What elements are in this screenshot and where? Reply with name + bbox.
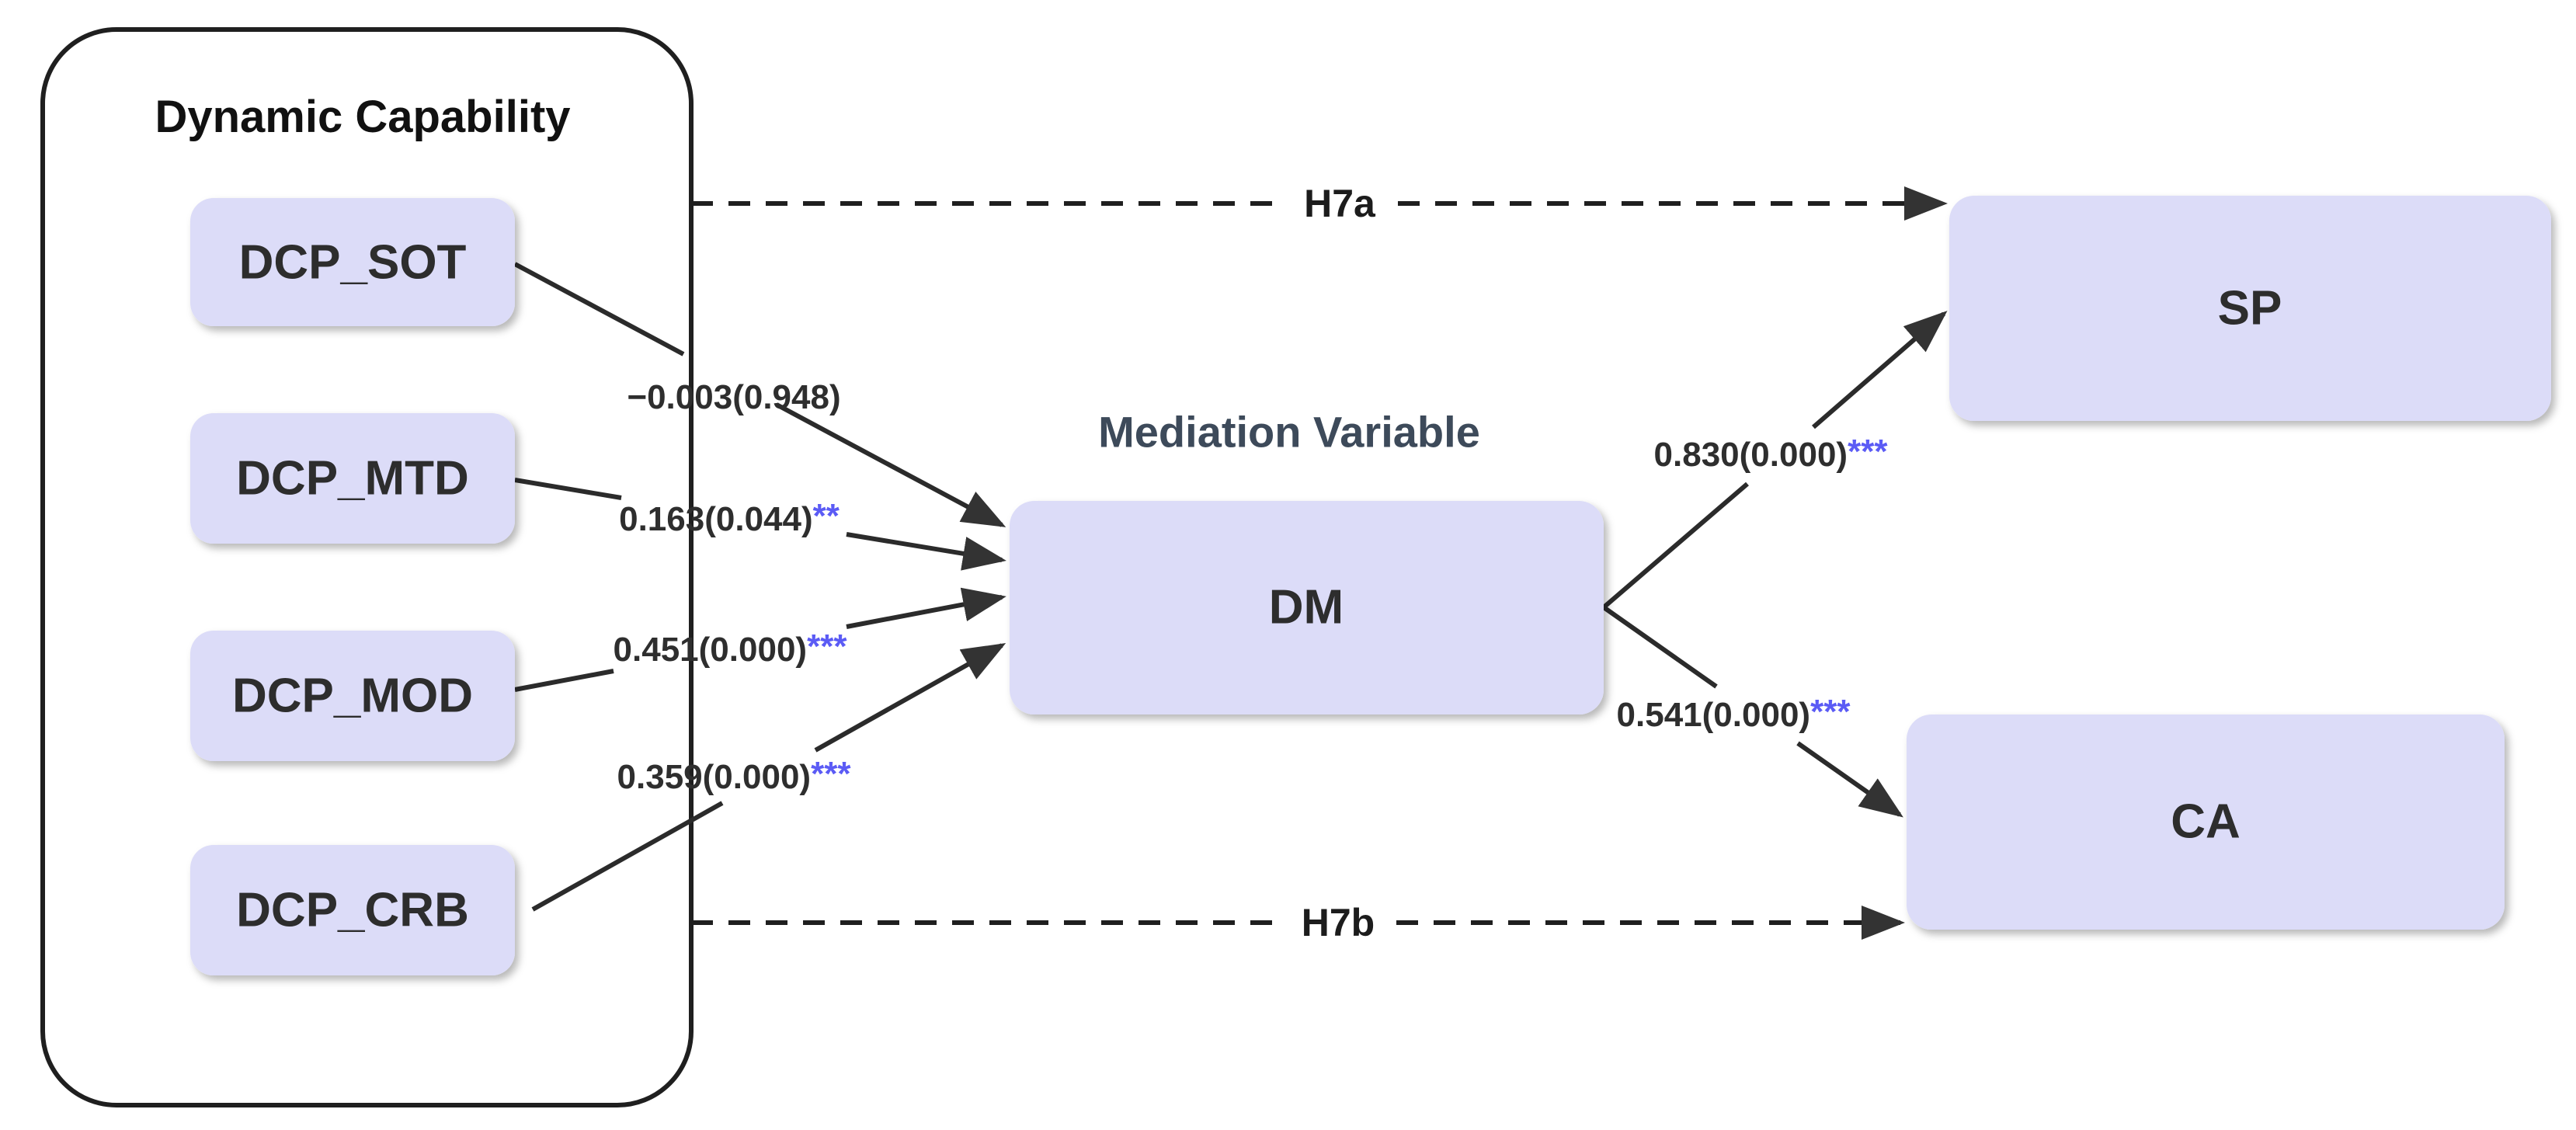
path-value-mtd-dm: 0.163(0.044) [619, 500, 813, 538]
mediation-variable-label: Mediation Variable [1098, 408, 1480, 457]
path-label-dm-ca: 0.541(0.000)*** [1617, 693, 1851, 734]
edge-mod-dm [514, 587, 1006, 692]
node-dm: DM [1010, 501, 1604, 715]
path-value-dm-ca: 0.541(0.000) [1617, 696, 1811, 734]
node-sp-box [1949, 196, 2551, 421]
edge-mod-dm-segment [514, 669, 614, 692]
edge-mtd-dm [514, 478, 1006, 571]
node-dm-label: DM [1269, 581, 1344, 635]
node-dcp-mtd-label: DCP_MTD [236, 452, 469, 506]
edge-dm-sp-arrow [1812, 311, 1948, 429]
node-dcp-mod: DCP_MOD [190, 631, 515, 761]
edge-sot-dm-arrow [775, 402, 1006, 527]
edge-sot-dm [513, 262, 1006, 527]
h7b-label: H7b [1302, 901, 1375, 944]
path-label-crb-dm: 0.359(0.000)*** [617, 755, 852, 796]
path-value-sot-dm: −0.003(0.948) [627, 378, 840, 416]
node-ca: CA [1907, 715, 2505, 930]
node-dcp-crb-box [190, 845, 515, 975]
node-dcp-mod-label: DCP_MOD [232, 669, 473, 723]
node-dcp-sot-label: DCP_SOT [239, 236, 467, 290]
node-dcp-sot: DCP_SOT [190, 198, 515, 326]
path-label-mod-dm: 0.451(0.000)*** [614, 628, 848, 669]
edge-dm-ca-arrow [1796, 741, 1903, 818]
node-sp: SP [1949, 196, 2551, 421]
edge-dm-ca [1602, 605, 1903, 818]
path-label-mtd-dm: 0.163(0.044)** [619, 497, 840, 538]
node-ca-label: CA [2171, 795, 2241, 849]
node-ca-box [1907, 715, 2505, 930]
path-stars-dm-sp: *** [1848, 433, 1888, 471]
edge-mod-dm-arrow [846, 587, 1006, 629]
edge-dm-sp-segment [1602, 482, 1749, 610]
path-label-sot-dm: −0.003(0.948) [627, 378, 840, 416]
path-value-dm-sp: 0.830(0.000) [1654, 436, 1848, 474]
path-label-dm-sp: 0.830(0.000)*** [1654, 433, 1889, 474]
path-stars-dm-ca: *** [1810, 693, 1851, 731]
edge-dm-ca-segment [1602, 605, 1718, 689]
node-dcp-crb: DCP_CRB [190, 845, 515, 975]
path-value-crb-dm: 0.359(0.000) [617, 758, 812, 796]
node-sp-label: SP [2218, 282, 2282, 336]
node-dm-box [1010, 501, 1604, 715]
node-dcp-crb-label: DCP_CRB [236, 884, 469, 937]
path-stars-mod-dm: *** [807, 628, 847, 666]
h7a-label: H7a [1304, 182, 1376, 225]
node-dcp-sot-box [190, 198, 515, 326]
edge-mtd-dm-segment [514, 478, 622, 500]
dynamic-capability-group-frame [40, 27, 694, 1107]
edge-sot-dm-segment [513, 262, 685, 356]
path-stars-mtd-dm: ** [813, 497, 840, 535]
edge-crb-dm [531, 643, 1006, 912]
edge-crb-dm-segment [531, 801, 724, 912]
edge-crb-dm-arrow [814, 643, 1006, 753]
node-dcp-mtd: DCP_MTD [190, 413, 515, 544]
group-title: Dynamic Capability [155, 92, 570, 142]
path-stars-crb-dm: *** [811, 755, 851, 793]
path-value-mod-dm: 0.451(0.000) [614, 631, 808, 669]
node-dcp-mtd-box [190, 413, 515, 544]
edge-dm-sp [1602, 311, 1948, 610]
node-dcp-mod-box [190, 631, 515, 761]
edge-mtd-dm-arrow [846, 532, 1006, 571]
